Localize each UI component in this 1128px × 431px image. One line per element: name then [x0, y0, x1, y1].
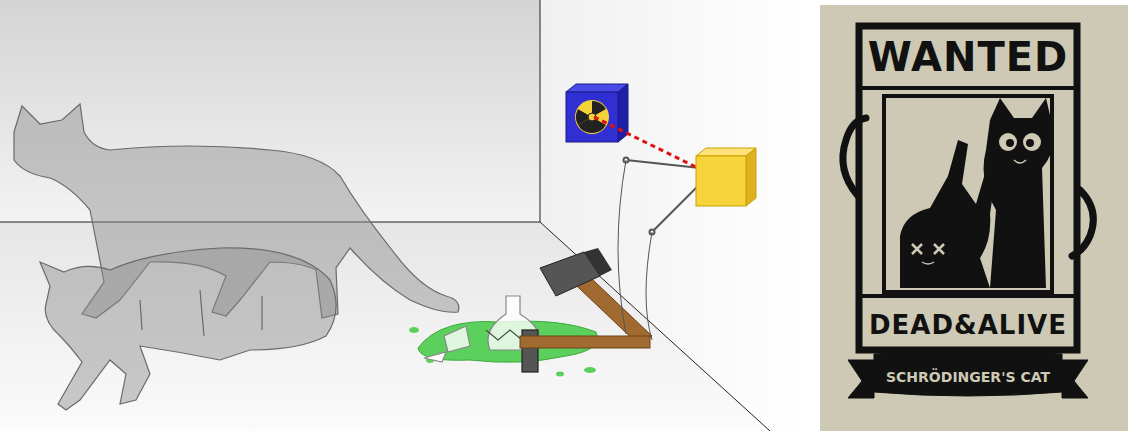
dead-cat [900, 140, 996, 288]
node-title: WANTED [868, 34, 1069, 80]
name-ribbon: SCHRÖDINGER'S CAT [848, 352, 1088, 402]
alive-cat [984, 98, 1054, 288]
geiger-counter [594, 117, 702, 170]
node-title: SCHRÖDINGER'S CAT [886, 369, 1050, 385]
cat-tail [843, 118, 1093, 256]
alive-cat [1014, 160, 1026, 163]
ghost-cat-lying [40, 248, 336, 410]
radioactive-source [566, 84, 628, 142]
cat-tail [1072, 190, 1093, 256]
lever-arms [646, 232, 652, 340]
ghost-cat-lying [140, 290, 262, 336]
dead-cat [922, 262, 934, 264]
lever-arms [618, 158, 702, 341]
broken-flask [444, 326, 470, 352]
poster-divider [859, 86, 1077, 90]
room [540, 0, 805, 431]
hammer [520, 248, 652, 348]
spilled-poison [584, 367, 596, 373]
hammer [520, 336, 650, 348]
alive-cat [1006, 139, 1014, 147]
alive-cat [984, 98, 1054, 288]
wanted-poster: WANTED DEAD&ALIVE [855, 22, 1081, 354]
dead-cat [912, 244, 944, 254]
lever-arms [626, 160, 700, 168]
room [0, 0, 805, 431]
broken-flask [424, 352, 446, 362]
spilled-poison [556, 372, 564, 377]
ghost-cat-lying [40, 248, 336, 410]
hammer [584, 248, 612, 276]
poster-background [820, 5, 1128, 431]
ribbon-banner [848, 352, 1088, 398]
geiger-counter [696, 156, 746, 206]
lever-arms [618, 160, 626, 334]
dead-cat [900, 140, 996, 288]
room [540, 0, 541, 222]
geiger-counter [746, 148, 756, 206]
alive-cat [1023, 133, 1041, 151]
broken-flask [424, 296, 540, 372]
cat-tail [843, 118, 866, 196]
poster-inner-panel [884, 96, 1052, 292]
poster-divider [859, 294, 1077, 298]
alive-cat [999, 133, 1017, 151]
geiger-counter [594, 117, 756, 206]
node-text: DEAD&ALIVE [869, 310, 1067, 340]
poster-inner-panel [884, 96, 1052, 292]
spilled-poison [409, 327, 419, 333]
poster-frame [859, 26, 1077, 350]
radioactive-source [575, 100, 609, 134]
radioactive-source [566, 92, 618, 142]
lever-arms [652, 182, 702, 232]
alive-cat [1026, 139, 1034, 147]
